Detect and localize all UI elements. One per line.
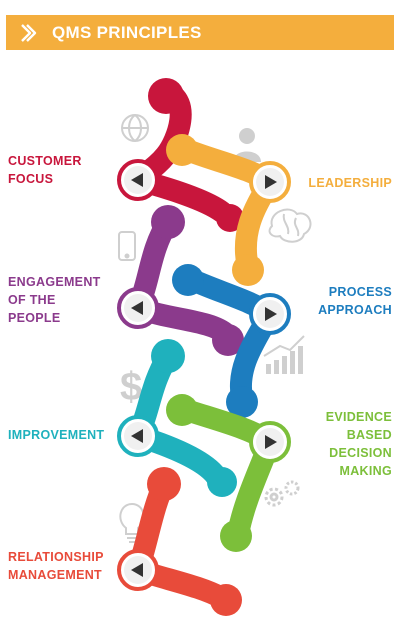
arrow-left-icon xyxy=(131,301,143,315)
arrow-left-icon xyxy=(131,563,143,577)
label-engagement-of-the-people: ENGAGEMENT OF THE PEOPLE xyxy=(8,275,101,325)
brain-icon xyxy=(268,208,312,243)
engagement-node[interactable] xyxy=(117,287,159,329)
lightbulb-icon xyxy=(119,502,145,543)
process-approach-node[interactable] xyxy=(249,293,291,335)
arrow-right-icon xyxy=(265,435,277,449)
label-improvement: IMPROVEMENT xyxy=(8,428,105,442)
globe-icon xyxy=(121,114,149,142)
header-banner: QMS PRINCIPLES xyxy=(6,15,394,50)
label-customer-focus: CUSTOMER FOCUS xyxy=(8,154,82,186)
dollar-icon: $ xyxy=(120,365,142,409)
label-leadership: LEADERSHIP xyxy=(308,176,392,190)
arrow-left-icon xyxy=(131,173,143,187)
leadership-node[interactable] xyxy=(249,161,291,203)
chevron-right-icon xyxy=(21,24,37,42)
svg-text:$: $ xyxy=(120,365,142,409)
improvement-node[interactable] xyxy=(117,415,159,457)
arrow-left-icon xyxy=(131,429,143,443)
relationship-node[interactable] xyxy=(117,549,159,591)
page-title: QMS PRINCIPLES xyxy=(52,23,202,42)
label-process-approach: PROCESS APPROACH xyxy=(318,285,392,317)
customer-focus-node[interactable] xyxy=(117,159,159,201)
gears-icon xyxy=(264,480,300,507)
label-relationship-management: RELATIONSHIP MANAGEMENT xyxy=(8,550,104,582)
arrow-right-icon xyxy=(265,307,277,321)
evidence-node[interactable] xyxy=(249,421,291,463)
tablet-icon xyxy=(118,231,136,261)
bar-chart-icon xyxy=(263,335,305,374)
arrow-right-icon xyxy=(265,175,277,189)
label-evidence-based-decision-making: EVIDENCE BASED DECISION MAKING xyxy=(325,410,392,478)
